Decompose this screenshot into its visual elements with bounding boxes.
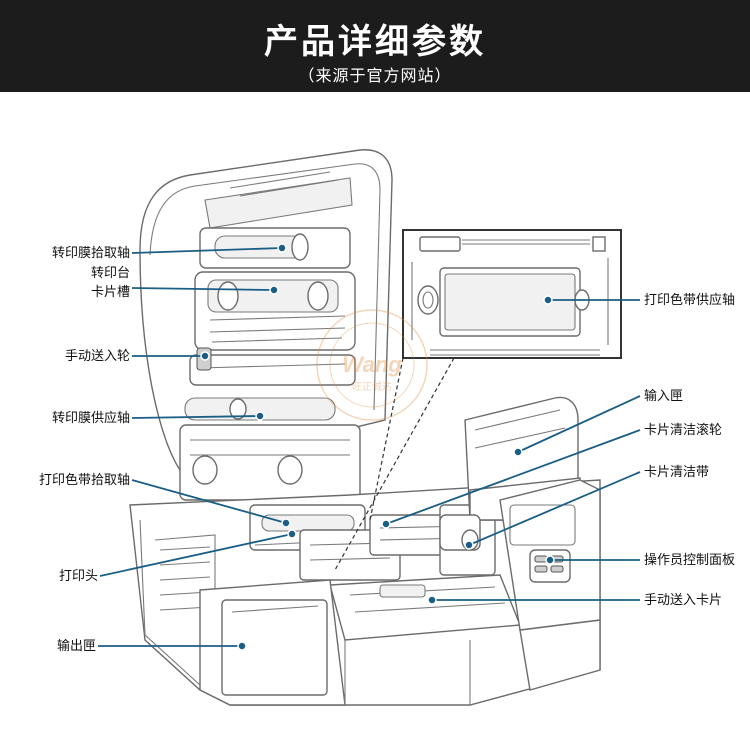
label-color-ribbon-supply: 打印色带供应轴 [644,292,735,308]
label-card-slot: 卡片槽 [91,285,130,300]
watermark-text: 旺正诚达 [352,381,392,393]
label-printhead: 打印头 [59,569,98,584]
header-banner: 产品详细参数 （来源于官方网站） [0,0,750,92]
label-input-hopper: 输入匣 [644,388,683,404]
watermark-brand: Wang [342,352,402,377]
label-manual-feed-card: 手动送入卡片 [644,593,722,608]
callout-labels: 转印膜拾取轴 转印台 卡片槽 手动送入轮 转印膜供应轴 打印色带拾取轴 打印头 … [39,246,735,654]
label-operator-panel: 操作员控制面板 [644,552,735,568]
inset-detail [334,229,622,571]
page-subtitle: （来源于官方网站） [298,66,452,85]
page-title: 产品详细参数 [264,22,486,62]
label-transfer-stage: 转印台 [91,266,130,281]
label-color-ribbon-takeup: 打印色带拾取轴 [39,472,130,488]
label-film-supply: 转印膜供应轴 [52,410,130,426]
label-ribbon-takeup: 转印膜拾取轴 [52,246,130,261]
leader-lines [98,243,641,651]
label-output-hopper: 输出匣 [57,638,96,654]
watermark: Wang 旺正诚达 [316,309,428,421]
label-manual-wheel: 手动送入轮 [65,349,130,364]
label-cleaning-roller: 卡片清洁滚轮 [644,422,722,438]
label-cleaning-tape: 卡片清洁带 [644,465,709,480]
printer-illustration [129,149,601,706]
